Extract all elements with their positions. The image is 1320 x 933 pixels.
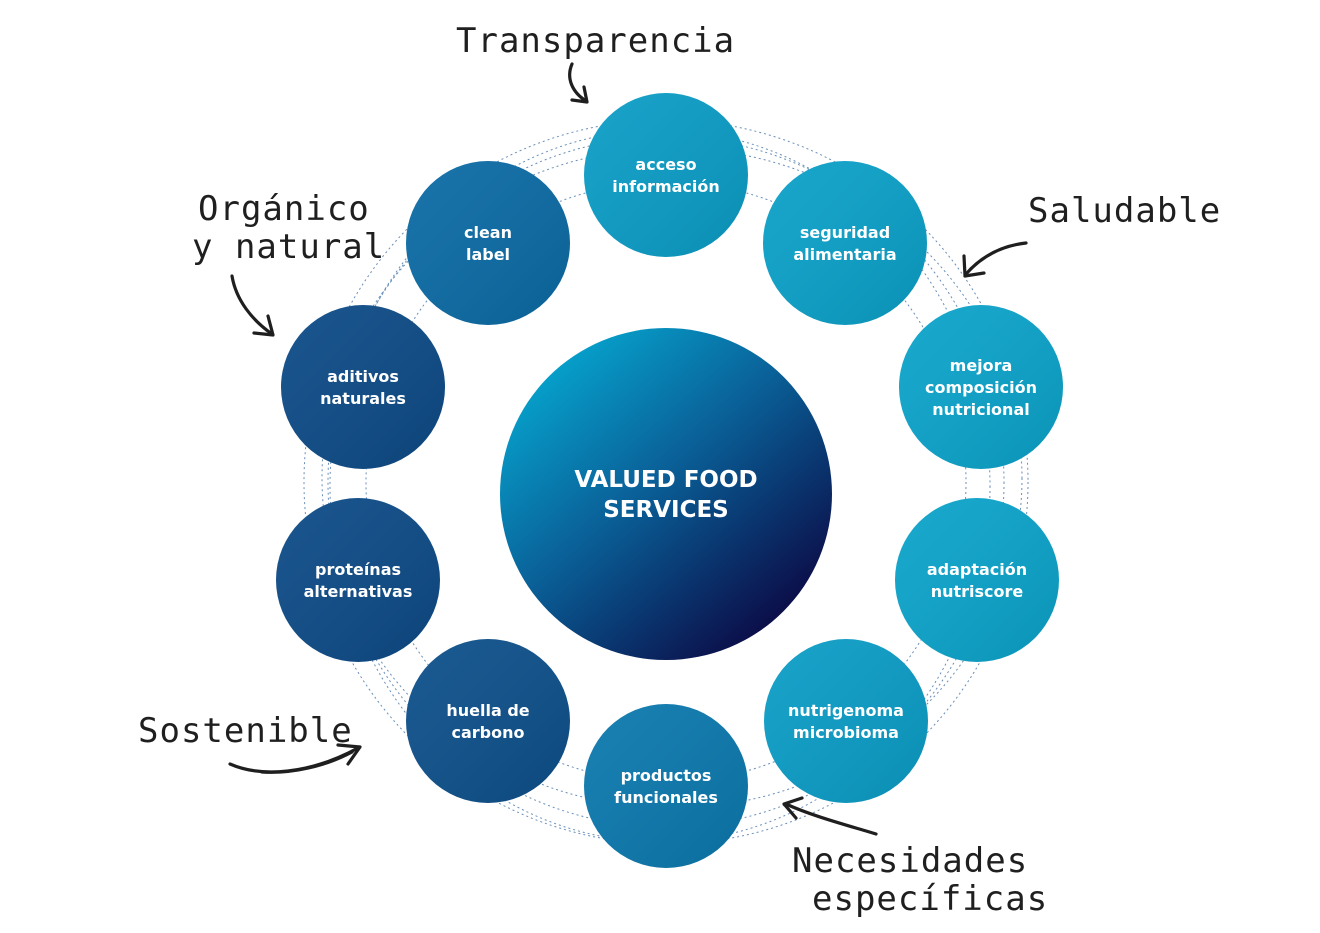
node-label-line: carbono xyxy=(452,723,525,742)
arrow-saludable-icon xyxy=(964,241,1028,276)
node-huella-de-carbono: huella de carbono xyxy=(406,639,570,803)
node-label-line: huella de xyxy=(446,701,529,720)
node-label-line: mejora xyxy=(950,356,1013,375)
node-mejora-composicion-nutricional: mejora composición nutricional xyxy=(899,305,1063,469)
annotation-necesidades-line-1: Necesidades xyxy=(792,841,1028,881)
arrow-organico-icon xyxy=(230,274,274,336)
annotation-transparencia: Transparencia xyxy=(456,21,735,61)
center-title-line-1: VALUED FOOD xyxy=(574,467,757,493)
outer-nodes: acceso información seguridad alimentaria mej… xyxy=(276,93,1063,868)
node-label-line: acceso xyxy=(635,155,696,174)
arrow-organico-head-icon xyxy=(252,314,275,337)
arrow-necesidades-icon xyxy=(784,802,878,836)
node-adaptacion-nutriscore: adaptación nutriscore xyxy=(895,498,1059,662)
node-label-line: productos xyxy=(621,766,712,785)
node-aditivos-naturales: aditivos naturales xyxy=(281,305,445,469)
handwritten-annotations: Transparencia Orgánico y natural Saludab… xyxy=(138,21,1221,919)
center-title-line-2: SERVICES xyxy=(603,497,729,523)
node-label-line: nutrigenoma xyxy=(788,701,904,720)
node-label-line: nutriscore xyxy=(931,582,1024,601)
arrow-transparencia-head-icon xyxy=(570,85,589,104)
annotation-organico-line-2: y natural xyxy=(192,227,385,267)
node-label-line: información xyxy=(612,177,720,196)
annotation-sostenible: Sostenible xyxy=(138,711,353,751)
node-label-line: label xyxy=(466,245,510,264)
node-circle-shade xyxy=(899,305,1063,469)
annotation-organico-line-1: Orgánico xyxy=(198,189,370,229)
node-circle-shade xyxy=(763,161,927,325)
node-productos-funcionales: productos funcionales xyxy=(584,704,748,868)
node-circle-shade xyxy=(406,161,570,325)
node-circle-shade xyxy=(281,305,445,469)
node-nutrigenoma-microbioma: nutrigenoma microbioma xyxy=(764,639,928,803)
node-circle-shade xyxy=(584,93,748,257)
node-label-line: alternativas xyxy=(304,582,413,601)
node-label-line: funcionales xyxy=(614,788,718,807)
node-circle-shade xyxy=(276,498,440,662)
arrow-transparencia-icon xyxy=(568,62,588,103)
node-label-line: alimentaria xyxy=(793,245,896,264)
node-label-line: seguridad xyxy=(800,223,890,242)
node-label-line: aditivos xyxy=(327,367,399,386)
node-label-line: composición xyxy=(925,378,1037,397)
node-circle-shade xyxy=(764,639,928,803)
node-label-line: nutricional xyxy=(932,400,1029,419)
arrow-saludable-head-icon xyxy=(962,254,986,278)
node-label-line: proteínas xyxy=(315,560,401,579)
node-circle-shade xyxy=(584,704,748,868)
node-label-line: adaptación xyxy=(927,560,1027,579)
node-label-line: clean xyxy=(464,223,512,242)
node-circle-shade xyxy=(895,498,1059,662)
center-node-valued-food-services: VALUED FOOD SERVICES xyxy=(500,328,832,660)
node-clean-label: clean label xyxy=(406,161,570,325)
node-proteinas-alternativas: proteínas alternativas xyxy=(276,498,440,662)
arrow-necesidades-head-icon xyxy=(782,796,804,820)
annotation-saludable: Saludable xyxy=(1028,191,1221,231)
node-circle-shade xyxy=(406,639,570,803)
node-seguridad-alimentaria: seguridad alimentaria xyxy=(763,161,927,325)
node-label-line: microbioma xyxy=(793,723,899,742)
node-acceso-informacion: acceso información xyxy=(584,93,748,257)
annotation-necesidades-line-2: específicas xyxy=(812,879,1048,919)
arrow-sostenible-icon-2 xyxy=(260,750,354,774)
node-label-line: naturales xyxy=(320,389,406,408)
arrow-sostenible-head-icon xyxy=(336,743,362,766)
